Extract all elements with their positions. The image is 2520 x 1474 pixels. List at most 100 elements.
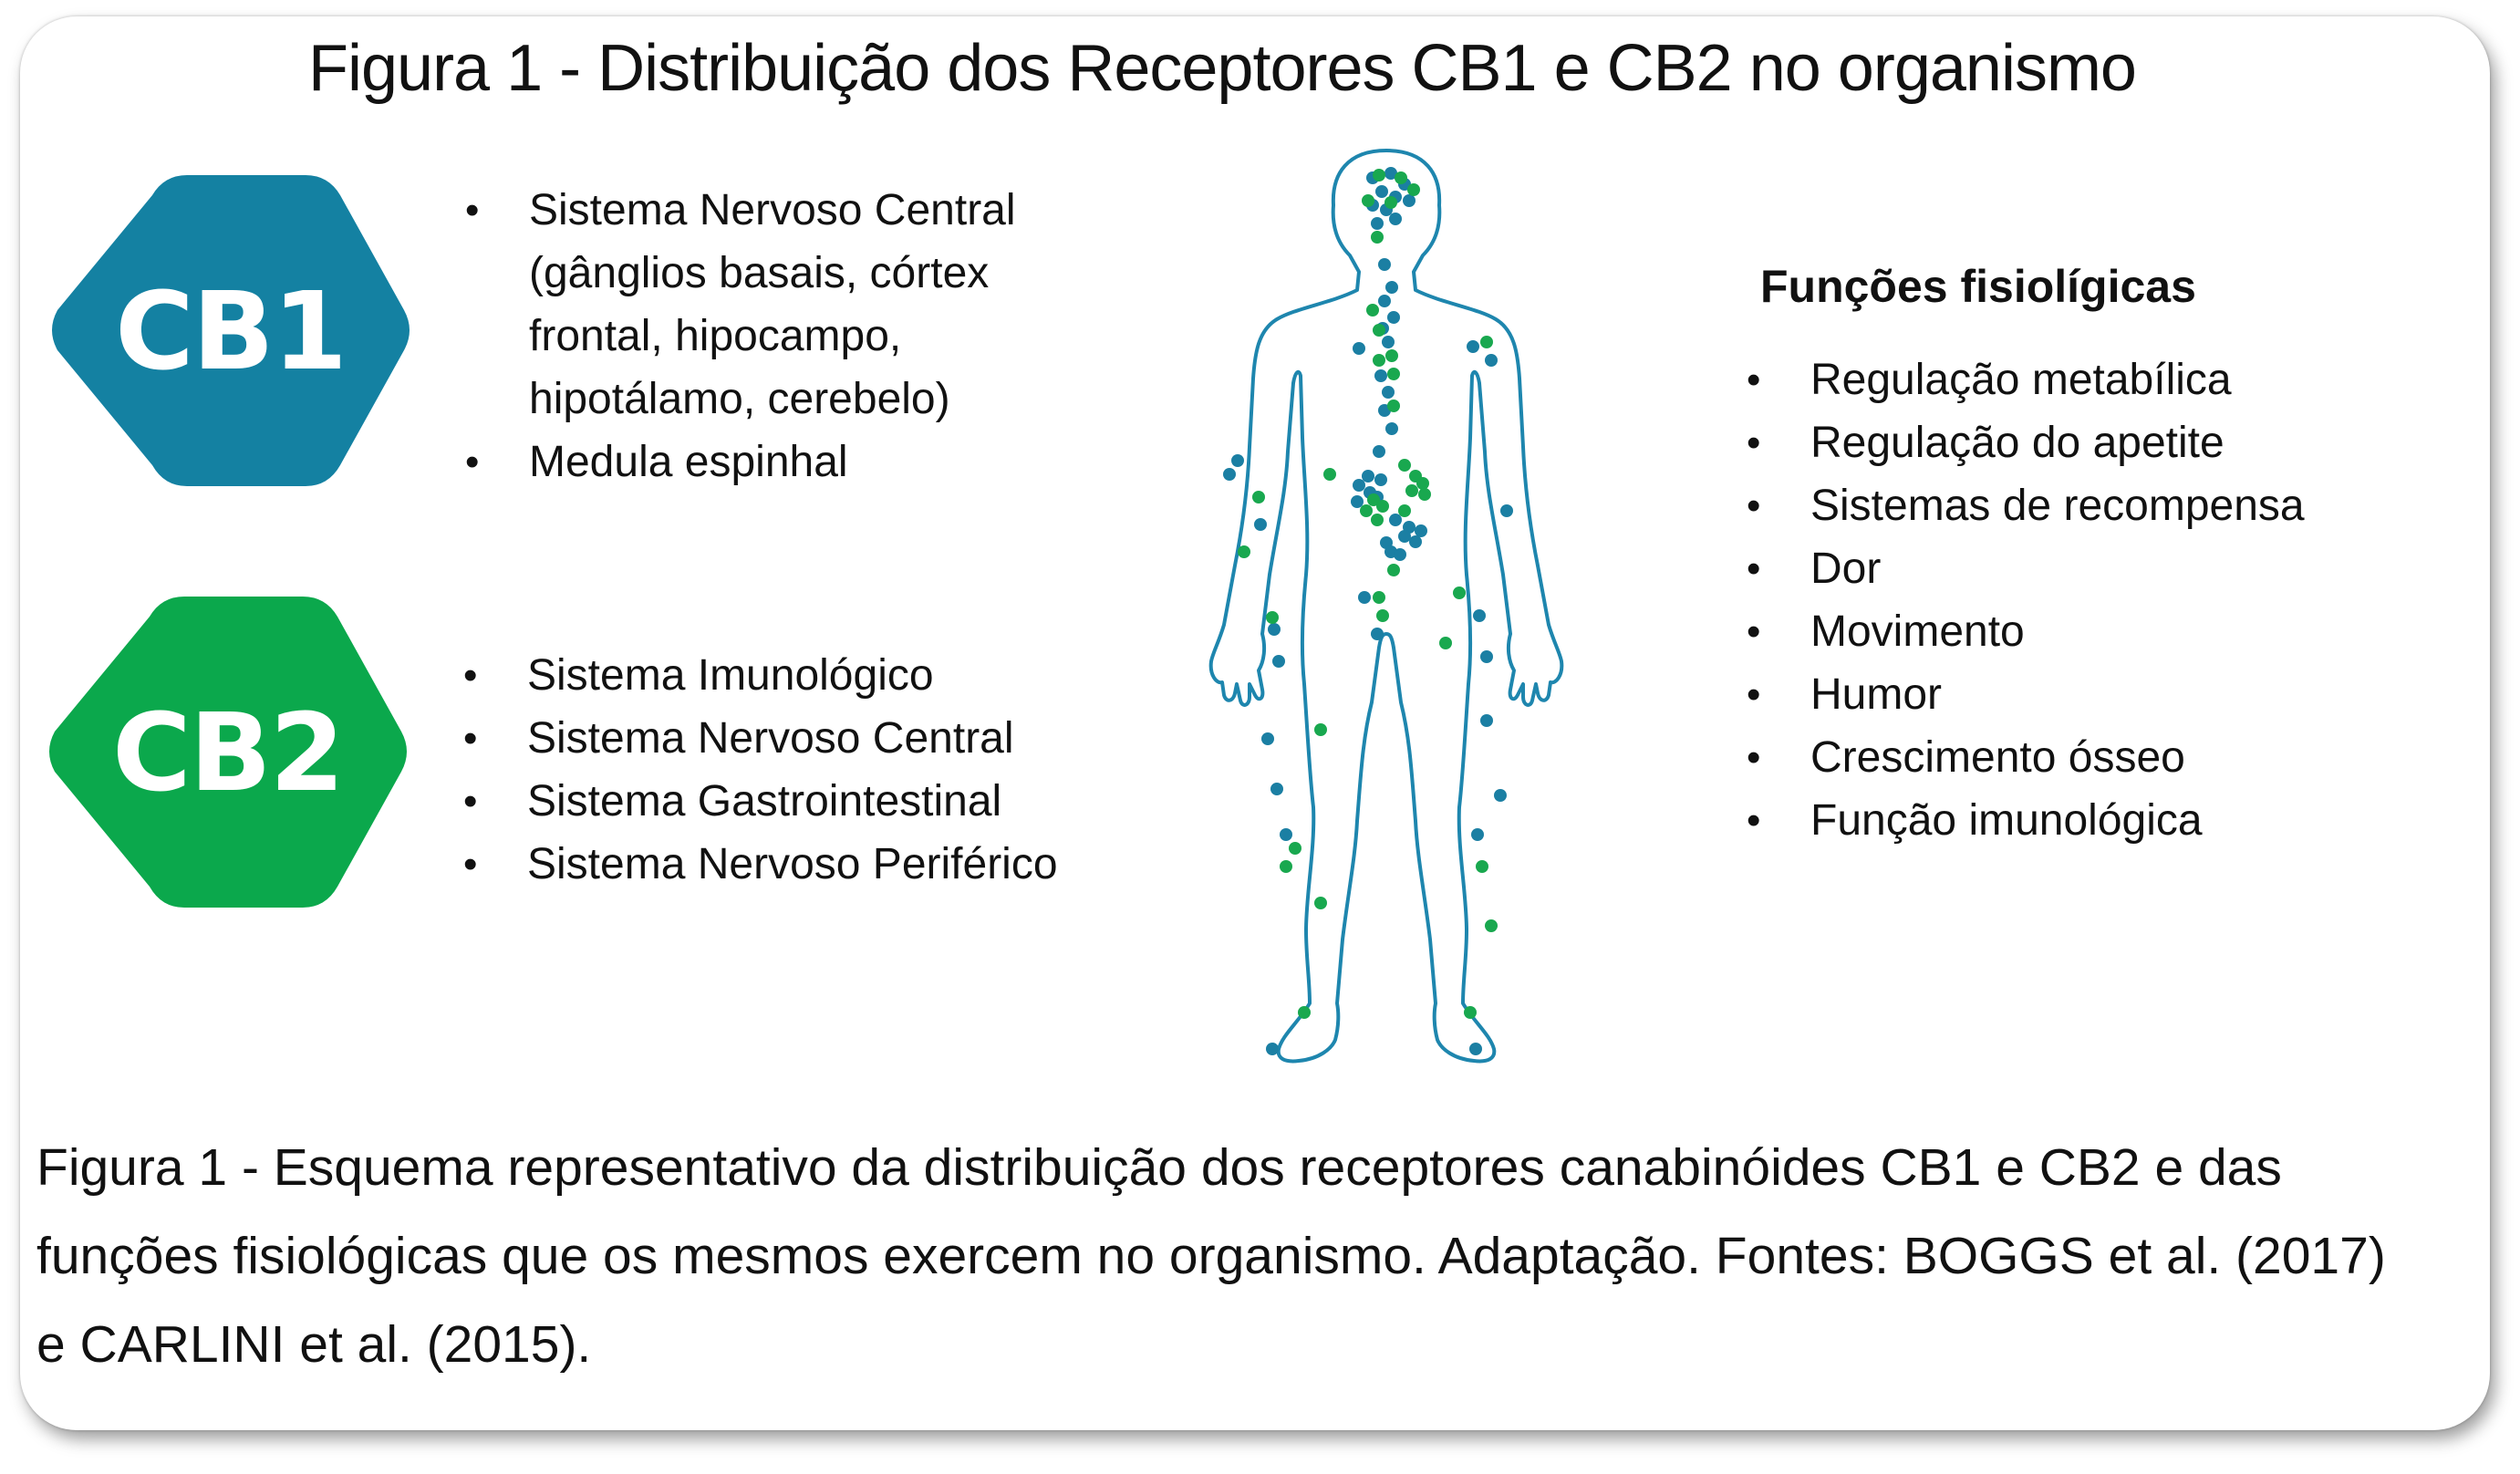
cb1-receptor-dot	[1358, 591, 1371, 604]
cb2-receptor-dots	[1238, 169, 1498, 1019]
cb2-receptor-dot	[1280, 860, 1292, 873]
cb1-receptor-dot	[1223, 468, 1236, 481]
cb1-receptor-dot	[1403, 194, 1416, 207]
list-item: •Medula espinhal	[465, 431, 1016, 493]
cb2-receptor-dot	[1405, 484, 1418, 497]
cb1-hexagon-shape	[52, 175, 410, 486]
cb1-receptor-dot	[1467, 340, 1479, 353]
figure-caption: Figura 1 - Esquema representativo da dis…	[36, 1124, 2481, 1389]
cb1-receptor-dot	[1382, 336, 1395, 348]
cb2-receptor-dot	[1373, 591, 1385, 604]
list-item: •Regulação metabílica	[1747, 348, 2305, 411]
bullet-icon: •	[1747, 609, 1761, 654]
cb2-receptor-dot	[1387, 400, 1400, 412]
cb1-receptor-dot	[1280, 828, 1292, 841]
cb1-receptor-dot	[1351, 495, 1364, 508]
cb2-receptor-dot	[1371, 231, 1384, 244]
cb1-receptor-dot	[1254, 518, 1267, 531]
cb1-receptor-dot	[1389, 213, 1402, 225]
cb1-receptor-dot	[1385, 422, 1398, 435]
cb1-receptor-dot	[1471, 828, 1484, 841]
cb1-receptor-dot	[1371, 217, 1384, 230]
cb2-receptor-dot	[1416, 477, 1429, 490]
cb2-receptor-dot	[1371, 514, 1384, 526]
bullet-icon: •	[463, 653, 478, 698]
caption-line: funções fisiológicas que os mesmos exerc…	[36, 1227, 2386, 1285]
cb1-receptor-dot	[1371, 628, 1384, 640]
cb2-receptor-dot	[1439, 637, 1452, 649]
cb1-label: CB1	[115, 267, 347, 394]
cb1-receptor-dot	[1261, 732, 1274, 745]
human-body-illustration	[1186, 137, 1587, 1108]
cb2-receptor-dot	[1395, 171, 1407, 184]
cb2-receptor-dot	[1387, 368, 1400, 380]
cb1-hexagon: CB1	[50, 173, 410, 488]
cb1-receptor-dot	[1353, 479, 1365, 492]
cb2-receptor-dot	[1367, 493, 1380, 506]
bullet-icon: •	[1747, 735, 1761, 780]
cb2-label: CB2	[112, 689, 345, 815]
bullet-icon: •	[463, 779, 478, 824]
cb2-receptor-dot	[1238, 545, 1250, 558]
cb1-receptor-dot	[1272, 655, 1285, 668]
cb1-receptor-dot	[1398, 530, 1411, 543]
list-item: •Sistemas de recompensa	[1747, 474, 2305, 537]
cb1-receptor-dot	[1382, 386, 1395, 399]
bullet-icon: •	[1747, 798, 1761, 843]
list-item: •Humor	[1747, 663, 2305, 726]
cb1-receptor-dot	[1378, 258, 1391, 271]
cb2-receptor-dot	[1476, 860, 1488, 873]
list-item: •Sistema Nervoso Periférico	[463, 833, 1058, 896]
cb1-locations-list: •Sistema Nervoso Central (gânglios basai…	[465, 179, 1016, 493]
list-item: •Dor	[1747, 537, 2305, 600]
cb2-hexagon-shape	[49, 597, 407, 908]
cb1-receptor-dot	[1374, 473, 1387, 486]
cb1-receptor-dot	[1500, 504, 1513, 517]
list-item: •Sistema Nervoso Central	[463, 707, 1058, 770]
cb2-locations-list: •Sistema Imunológico •Sistema Nervoso Ce…	[463, 644, 1058, 896]
cb1-receptor-dot	[1231, 454, 1244, 467]
cb2-receptor-dot	[1289, 842, 1301, 855]
cb2-receptor-dot	[1360, 504, 1373, 517]
bullet-icon: •	[1747, 483, 1761, 528]
list-item: •Regulação do apetite	[1747, 411, 2305, 474]
cb2-receptor-dot	[1314, 897, 1327, 909]
bullet-icon: •	[463, 842, 478, 887]
cb2-receptor-dot	[1418, 488, 1431, 501]
cb1-receptor-dot	[1384, 167, 1397, 180]
cb1-receptor-dot	[1387, 311, 1400, 324]
cb1-receptor-dot	[1389, 514, 1402, 526]
cb2-receptor-dot	[1323, 468, 1336, 481]
caption-line: e CARLINI et al. (2015).	[36, 1315, 592, 1374]
cb1-receptor-dot	[1378, 295, 1391, 307]
cb2-receptor-dot	[1485, 919, 1498, 932]
cb1-receptor-dot	[1394, 548, 1406, 561]
cb2-receptor-dot	[1252, 491, 1265, 503]
cb2-receptor-dot	[1373, 354, 1385, 367]
cb2-receptor-dot	[1398, 459, 1411, 472]
bullet-icon: •	[1747, 546, 1761, 591]
caption-line: Figura 1 - Esquema representativo da dis…	[36, 1138, 2282, 1197]
cb2-receptor-dot	[1373, 169, 1385, 182]
cb2-receptor-dot	[1480, 336, 1493, 348]
cb2-receptor-dot	[1266, 611, 1279, 624]
cb1-receptor-dot	[1473, 609, 1486, 622]
cb1-receptor-dot	[1494, 789, 1507, 802]
cb1-receptor-dot	[1409, 535, 1422, 548]
human-body-svg	[1208, 149, 1564, 1064]
cb1-receptor-dot	[1266, 1043, 1279, 1055]
cb1-receptor-dot	[1270, 783, 1283, 795]
cb1-receptor-dot	[1353, 342, 1365, 355]
cb2-receptor-dot	[1362, 194, 1374, 207]
cb1-receptor-dot	[1469, 1043, 1482, 1055]
list-item-continuation: (gânglios basais, córtex	[529, 249, 990, 297]
functions-heading: Funções fisiolígicas	[1760, 261, 2196, 312]
cb1-receptor-dot	[1362, 470, 1374, 483]
cb1-receptor-dot	[1268, 623, 1281, 636]
cb1-receptor-dot	[1375, 185, 1388, 198]
cb2-receptor-dot	[1387, 564, 1400, 576]
cb1-receptor-dot	[1480, 650, 1493, 663]
cb1-receptor-dot	[1485, 354, 1498, 367]
cb2-receptor-dot	[1298, 1006, 1311, 1019]
list-item: •Movimento	[1747, 600, 2305, 663]
